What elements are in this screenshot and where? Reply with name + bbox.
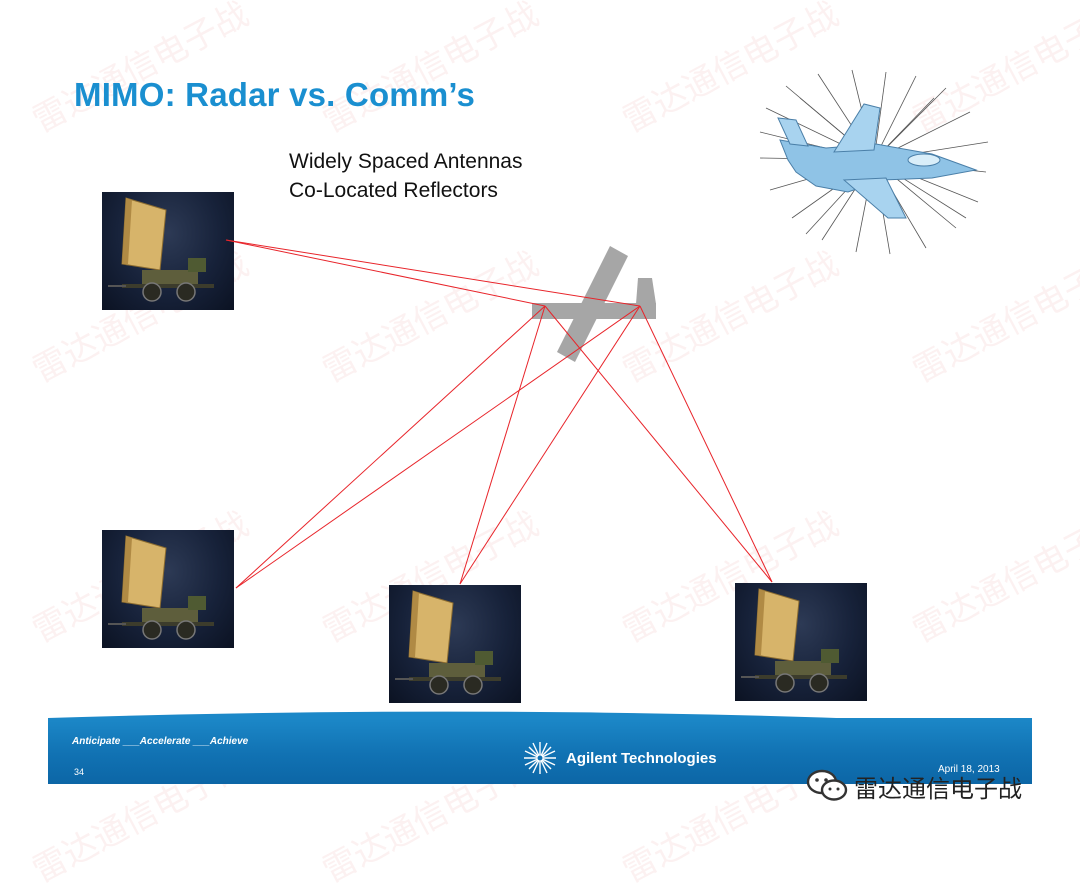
fighter-jet-icon (759, 69, 989, 255)
radar-trailer-icon (102, 530, 234, 648)
slide-title: MIMO: Radar vs. Comm’s (74, 76, 476, 113)
agilent-spark-icon (524, 742, 556, 774)
footer-tagline: Anticipate ___Accelerate ___Achieve (72, 736, 249, 747)
subtitle-line: Widely Spaced Antennas (289, 150, 523, 173)
slide: 雷达通信电子战 雷达通信电子战 雷达通信电子战 雷达通信电子战 雷达通信电子战 … (26, 0, 1080, 891)
wechat-badge: 雷达通信电子战 (806, 768, 1022, 804)
radar-trailer-icon (102, 192, 234, 310)
signal-lines (225, 239, 773, 589)
company-name: Agilent Technologies (566, 749, 717, 767)
radar-trailer-icon (389, 585, 521, 703)
slide-subtitle: Widely Spaced Antennas Co-Located Reflec… (289, 147, 522, 205)
radar-trailer-icon (735, 583, 867, 701)
wechat-icon (806, 769, 848, 801)
subtitle-line: Co-Located Reflectors (289, 179, 498, 202)
uav-target-icon (532, 246, 656, 362)
slide-date: April 18, 2013 (938, 764, 1000, 775)
signal-paths (225, 239, 773, 589)
company-logo: Agilent Technologies (522, 740, 717, 776)
page-number: 34 (74, 767, 85, 777)
wechat-account-name: 雷达通信电子战 (854, 774, 1022, 803)
